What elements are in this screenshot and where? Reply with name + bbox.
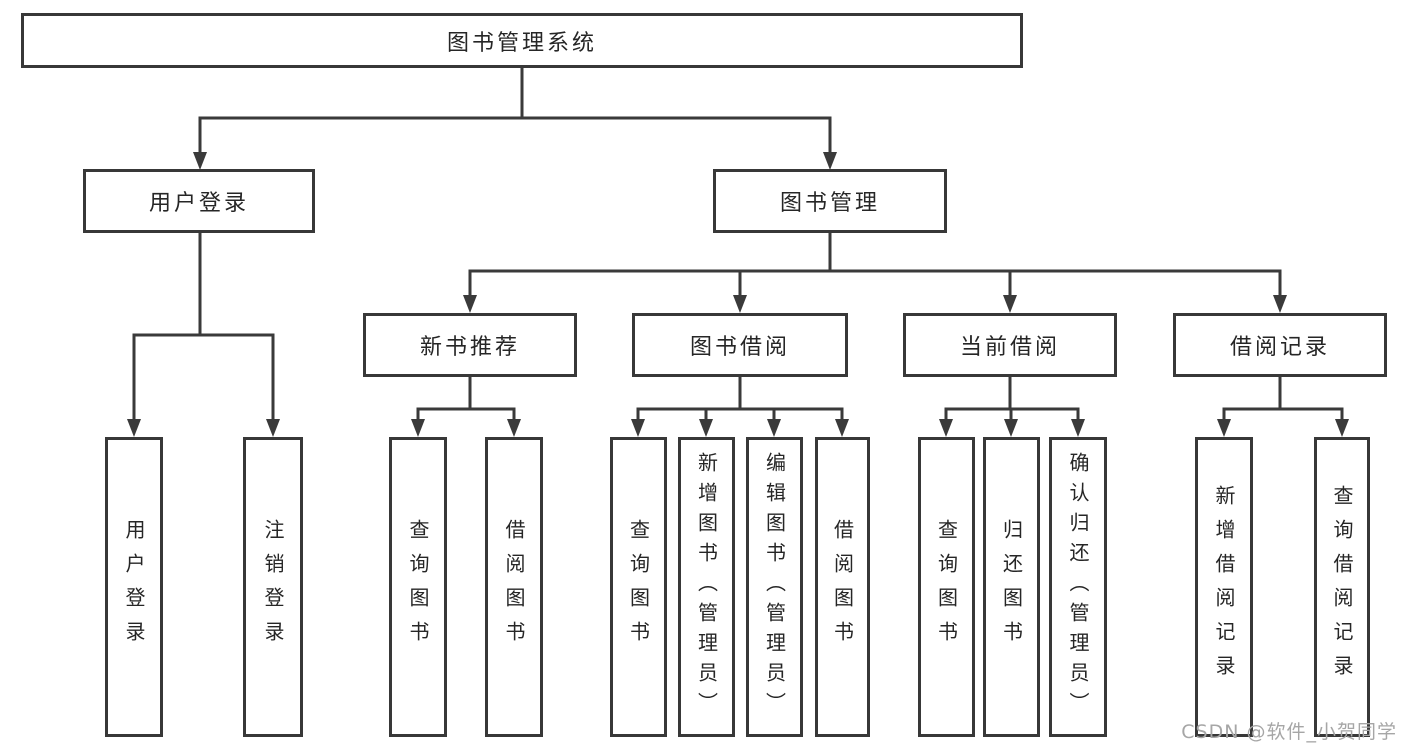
node-borrow-records: 借阅记录 <box>1173 313 1387 377</box>
leaf-records-query-record-label: 查询借阅记录 <box>1330 485 1354 689</box>
leaf-borrow-query-books: 查询图书 <box>610 437 667 737</box>
node-book-mgmt: 图书管理 <box>713 169 947 233</box>
node-root-system-label: 图书管理系统 <box>446 30 597 56</box>
connector-new-book-rec-to-leaves <box>411 377 521 437</box>
connector-book-borrow-to-leaves <box>631 377 849 437</box>
node-book-borrow: 图书借阅 <box>632 313 848 377</box>
node-new-book-rec: 新书推荐 <box>363 313 577 377</box>
node-new-book-rec-label: 新书推荐 <box>419 335 520 360</box>
leaf-newrec-borrow-books: 借阅图书 <box>485 437 543 737</box>
leaf-records-add-record-label: 新增借阅记录 <box>1212 485 1236 689</box>
leaf-user-login-label: 用户登录 <box>122 519 146 655</box>
node-book-borrow-label: 图书借阅 <box>689 335 790 360</box>
leaf-newrec-query-books: 查询图书 <box>389 437 447 737</box>
leaf-records-query-record: 查询借阅记录 <box>1314 437 1370 737</box>
leaf-logout: 注销登录 <box>243 437 303 737</box>
leaf-current-query-books-label: 查询图书 <box>934 519 959 655</box>
node-current-borrow-label: 当前借阅 <box>959 335 1060 360</box>
leaf-records-add-record: 新增借阅记录 <box>1195 437 1253 737</box>
leaf-newrec-query-books-label: 查询图书 <box>406 519 430 655</box>
leaf-current-query-books: 查询图书 <box>918 437 975 737</box>
node-book-mgmt-label: 图书管理 <box>779 191 880 216</box>
connector-book-mgmt-to-sections <box>463 233 1287 313</box>
node-borrow-records-label: 借阅记录 <box>1229 335 1330 360</box>
leaf-current-return-books-label: 归还图书 <box>999 519 1024 655</box>
connector-borrow-records-to-leaves <box>1217 377 1349 437</box>
leaf-current-confirm-return-admin: 确认归还（管理员） <box>1049 437 1107 737</box>
node-user-login-label: 用户登录 <box>148 191 249 216</box>
leaf-borrow-add-books-admin: 新增图书（管理员） <box>678 437 735 737</box>
leaf-user-login: 用户登录 <box>105 437 163 737</box>
leaf-newrec-borrow-books-label: 借阅图书 <box>502 519 526 655</box>
node-user-login: 用户登录 <box>83 169 315 233</box>
leaf-borrow-borrow-books-label: 借阅图书 <box>830 519 855 655</box>
connector-current-borrow-to-leaves <box>939 377 1085 437</box>
leaf-borrow-borrow-books: 借阅图书 <box>815 437 870 737</box>
leaf-logout-label: 注销登录 <box>261 519 285 655</box>
leaf-borrow-edit-books-admin: 编辑图书（管理员） <box>746 437 803 737</box>
leaf-current-return-books: 归还图书 <box>983 437 1040 737</box>
leaf-borrow-add-books-admin-label: 新增图书（管理员） <box>694 452 719 722</box>
leaf-current-confirm-return-admin-label: 确认归还（管理员） <box>1066 452 1090 722</box>
csdn-watermark: CSDN @软件_小贺同学 <box>1181 721 1397 743</box>
connector-root-to-level2 <box>193 68 837 170</box>
node-current-borrow: 当前借阅 <box>903 313 1117 377</box>
leaf-borrow-query-books-label: 查询图书 <box>626 519 651 655</box>
leaf-borrow-edit-books-admin-label: 编辑图书（管理员） <box>762 452 787 722</box>
connector-user-login-to-leaves <box>127 233 280 437</box>
node-root-system: 图书管理系统 <box>21 13 1023 68</box>
